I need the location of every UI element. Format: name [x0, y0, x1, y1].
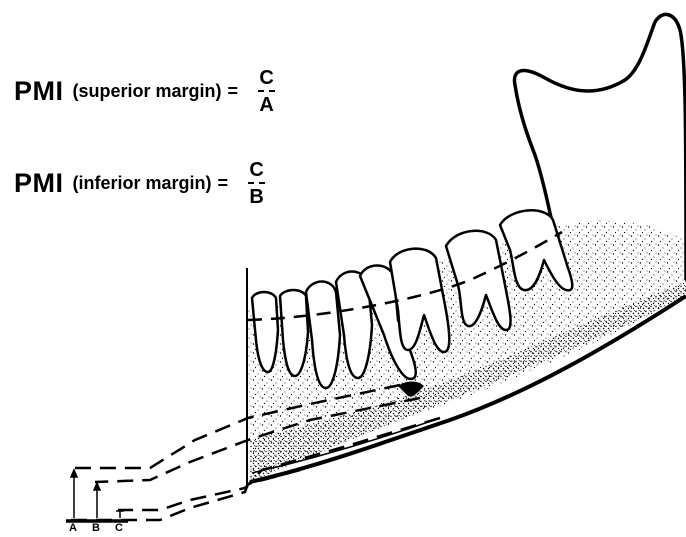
label-a: A: [69, 522, 77, 534]
label-b: B: [92, 522, 100, 534]
measurement-scale: [66, 470, 128, 521]
arrow-up-icon: [71, 470, 77, 477]
label-c: C: [115, 522, 123, 534]
arrow-up-icon: [94, 483, 100, 490]
